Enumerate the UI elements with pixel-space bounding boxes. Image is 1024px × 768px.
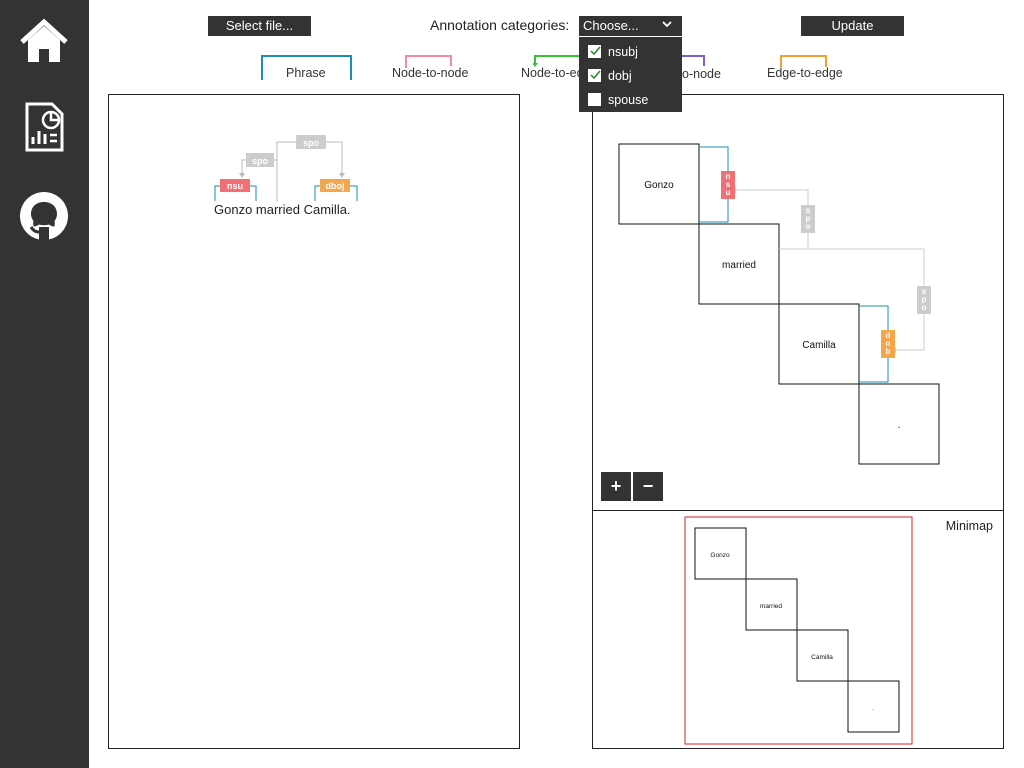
spo-label-box-small[interactable] — [246, 153, 274, 167]
minimap-token-label: Camilla — [811, 654, 833, 661]
select-file-button[interactable]: Select file... — [208, 16, 311, 36]
dobj-label: dboj — [326, 181, 345, 191]
sentence-text: Gonzo married Camilla. — [214, 202, 351, 217]
dropdown-option-nsubj[interactable]: nsubj — [588, 44, 678, 64]
token-box-camilla[interactable] — [778, 303, 860, 385]
minimap-token-label: . — [872, 705, 874, 712]
token-label: married — [722, 260, 756, 271]
sentence-panel[interactable]: spo spo nsu dboj Gonzo married Camilla. — [108, 94, 520, 749]
minimap-token-label: Gonzo — [710, 552, 730, 559]
report-icon[interactable] — [18, 100, 70, 152]
minimap-token-label: married — [760, 603, 782, 610]
token-label: Gonzo — [644, 180, 674, 191]
dobj-label-box[interactable] — [320, 179, 350, 192]
dropdown-option-label: nsubj — [608, 45, 638, 59]
sidebar — [0, 0, 89, 768]
dropdown-option-spouse[interactable]: spouse — [588, 92, 678, 112]
spo-label-small: spo — [252, 156, 269, 166]
minimap-graph: Gonzo married Camilla . — [684, 516, 913, 745]
checkbox-checked[interactable] — [588, 69, 601, 82]
spo-label: spo — [303, 138, 320, 148]
nsubj-label-box[interactable] — [721, 171, 735, 199]
checkbox-checked[interactable] — [588, 45, 601, 58]
node-to-edge-legend-icon — [533, 55, 580, 67]
dropdown-option-dobj[interactable]: dobj — [588, 68, 678, 88]
categories-dropdown: nsubj dobj spouse — [579, 37, 682, 112]
checkbox-unchecked[interactable] — [588, 93, 601, 106]
dropdown-option-label: spouse — [608, 93, 649, 107]
edge-to-edge-legend-icon — [780, 55, 827, 67]
nsubj-label-box[interactable] — [220, 179, 250, 192]
token-box-married[interactable] — [698, 223, 780, 305]
zoom-out-button[interactable]: − — [633, 472, 663, 501]
sentence-graph: spo spo nsu dboj Gonzo married Camilla. — [214, 135, 358, 217]
chevron-down-icon — [662, 21, 672, 28]
select-value: Choose... — [583, 18, 639, 33]
dobj-label-box[interactable] — [881, 330, 895, 358]
annotation-categories-label: Annotation categories: — [430, 17, 570, 33]
nsubj-label: nsu — [227, 181, 243, 191]
annotation-categories-select[interactable]: Choose... — [579, 16, 682, 36]
zoom-in-button[interactable]: + — [601, 472, 631, 501]
spo-label-box[interactable] — [801, 205, 815, 233]
node-to-node-legend-icon — [405, 55, 452, 68]
spo-label-box[interactable] — [917, 286, 931, 314]
minimap-viewport[interactable] — [684, 516, 913, 745]
token-box-period[interactable] — [858, 383, 940, 465]
token-label: Camilla — [802, 340, 836, 351]
home-icon[interactable] — [18, 16, 70, 68]
legend-edge-to-edge[interactable]: Edge-to-edge — [767, 66, 843, 80]
minimap-label: Minimap — [945, 519, 993, 533]
phrase-legend-icon — [261, 55, 352, 80]
github-icon[interactable] — [18, 190, 70, 242]
check-icon — [590, 46, 601, 56]
minimap-panel[interactable]: Minimap Gonzo married Camilla . — [592, 510, 1004, 749]
spo-label-box[interactable] — [296, 135, 326, 149]
legend-node-to-node[interactable]: Node-to-node — [392, 66, 469, 80]
legend-edge-to-node[interactable]: o-node — [682, 67, 721, 81]
token-label: . — [898, 420, 901, 431]
check-icon — [590, 70, 601, 80]
legend-node-to-edge[interactable]: Node-to-ed — [521, 66, 584, 80]
update-button[interactable]: Update — [801, 16, 904, 36]
token-box-gonzo[interactable] — [618, 143, 700, 225]
dropdown-option-label: dobj — [608, 69, 632, 83]
legend-phrase[interactable]: Phrase — [286, 66, 326, 80]
